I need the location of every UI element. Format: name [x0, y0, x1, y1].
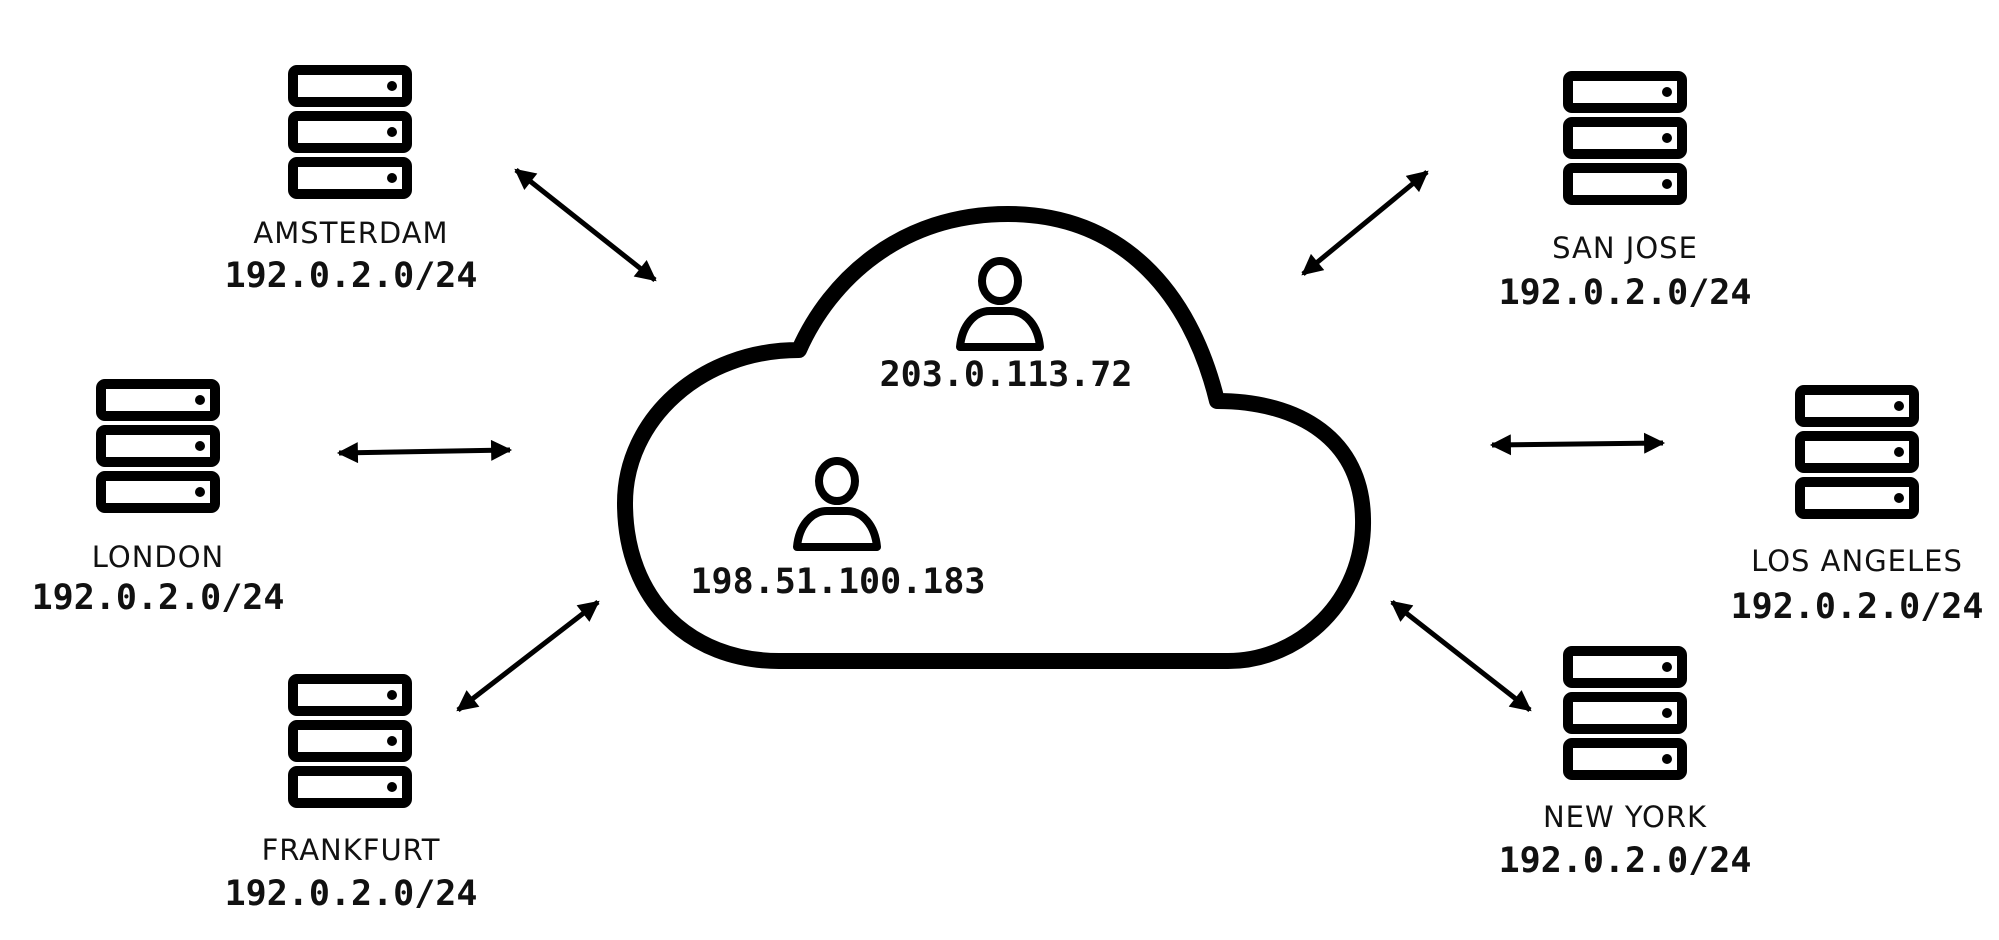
server-led [195, 441, 205, 451]
server-unit [1563, 117, 1687, 159]
user-icon [956, 257, 1044, 351]
server-unit [1795, 385, 1919, 427]
server-led [1662, 133, 1672, 143]
server-icon [96, 379, 220, 513]
server-icon [1563, 71, 1687, 205]
server-unit [288, 65, 412, 107]
server-icon [1795, 385, 1919, 519]
server-led [1662, 754, 1672, 764]
ip-prefix: 192.0.2.0/24 [1499, 841, 1752, 881]
location-san-jose: SAN JOSE 192.0.2.0/24 [1499, 71, 1752, 313]
server-led [1662, 708, 1672, 718]
server-led [387, 690, 397, 700]
server-unit [1795, 431, 1919, 473]
user-ip-address: 203.0.113.72 [880, 355, 1133, 395]
city-label: LOS ANGELES [1751, 544, 1963, 578]
arrow-amsterdam [514, 168, 657, 282]
location-new-york: NEW YORK 192.0.2.0/24 [1499, 646, 1752, 881]
location-london: LONDON 192.0.2.0/24 [32, 379, 285, 618]
server-unit [1563, 646, 1687, 688]
user-bottom: 198.51.100.183 [690, 457, 986, 602]
city-label: SAN JOSE [1552, 231, 1698, 265]
location-amsterdam: AMSTERDAM 192.0.2.0/24 [225, 65, 478, 296]
server-led [1894, 493, 1904, 503]
server-icon [1563, 646, 1687, 780]
server-led [195, 487, 205, 497]
server-led [1662, 179, 1672, 189]
server-unit [288, 674, 412, 716]
arrow-san-jose [1301, 170, 1429, 276]
server-unit [1563, 71, 1687, 113]
location-los-angeles: LOS ANGELES 192.0.2.0/24 [1731, 385, 1984, 627]
server-unit [1563, 163, 1687, 205]
user-icon [793, 457, 881, 551]
server-unit [288, 111, 412, 153]
server-led [387, 127, 397, 137]
arrow-new-york [1390, 600, 1532, 712]
ip-prefix: 192.0.2.0/24 [1731, 587, 1984, 627]
server-led [1894, 401, 1904, 411]
server-led [387, 81, 397, 91]
server-led [387, 736, 397, 746]
server-unit [288, 720, 412, 762]
city-label: AMSTERDAM [253, 216, 448, 250]
ip-prefix: 192.0.2.0/24 [225, 256, 478, 296]
server-unit [1795, 477, 1919, 519]
server-led [1662, 87, 1672, 97]
city-label: LONDON [92, 540, 225, 574]
server-unit [1563, 738, 1687, 780]
arrow-london [336, 439, 513, 464]
ip-prefix: 192.0.2.0/24 [1499, 273, 1752, 313]
server-unit [96, 425, 220, 467]
server-led [1894, 447, 1904, 457]
server-unit [96, 471, 220, 513]
server-led [387, 173, 397, 183]
user-top: 203.0.113.72 [880, 257, 1133, 395]
server-unit [288, 766, 412, 808]
connections [336, 168, 1666, 712]
server-unit [288, 157, 412, 199]
server-unit [96, 379, 220, 421]
server-led [1662, 662, 1672, 672]
server-led [387, 782, 397, 792]
arrow-frankfurt [456, 600, 600, 712]
server-led [195, 395, 205, 405]
server-unit [1563, 692, 1687, 734]
arrow-los-angeles [1489, 432, 1666, 456]
ip-prefix: 192.0.2.0/24 [32, 578, 285, 618]
ip-prefix: 192.0.2.0/24 [225, 874, 478, 914]
city-label: FRANKFURT [262, 833, 441, 867]
location-frankfurt: FRANKFURT 192.0.2.0/24 [225, 674, 478, 914]
server-icon [288, 65, 412, 199]
city-label: NEW YORK [1543, 800, 1707, 834]
user-ip-address: 198.51.100.183 [690, 562, 985, 602]
server-icon [288, 674, 412, 808]
